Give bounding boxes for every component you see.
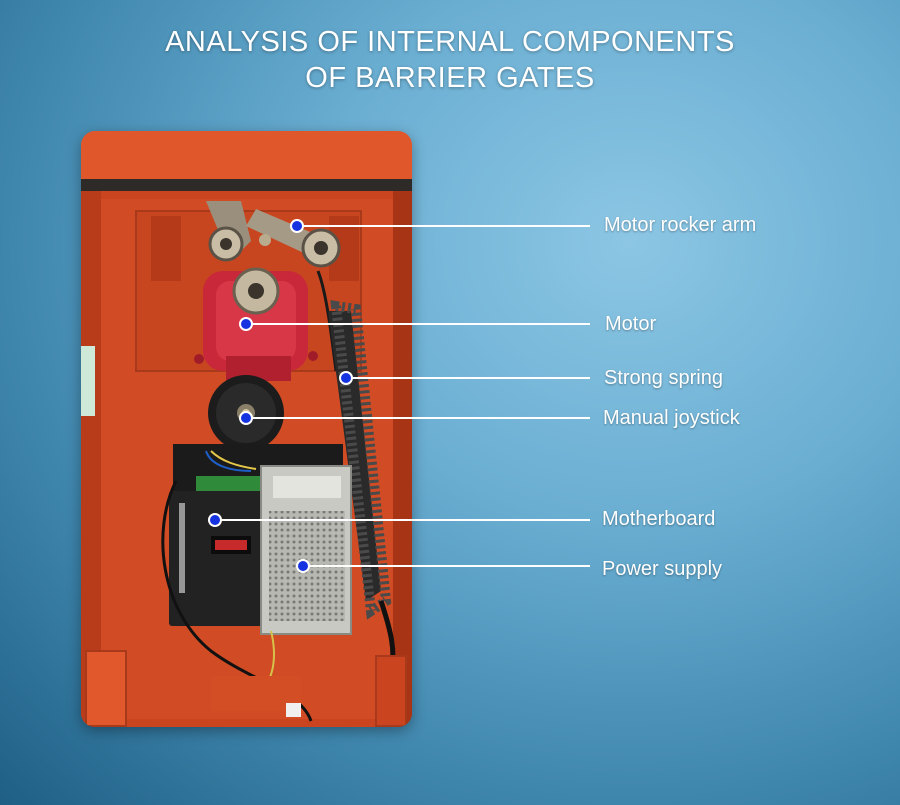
callout-motor — [239, 317, 590, 331]
page-title-line-2: OF BARRIER GATES — [305, 62, 595, 94]
page-title-line-1: ANALYSIS OF INTERNAL COMPONENTS — [165, 26, 735, 58]
label-manual-joystick: Manual joystick — [603, 407, 740, 429]
label-motherboard: Motherboard — [602, 508, 716, 530]
callout-manual-joystick — [239, 411, 590, 425]
power-supply-graphic — [260, 465, 352, 635]
label-strong-spring: Strong spring — [604, 367, 723, 389]
callout-strong-spring — [339, 371, 590, 385]
label-power-supply: Power supply — [602, 558, 723, 580]
motor-graphic — [194, 267, 318, 381]
barrier-gate-photo — [81, 131, 412, 727]
label-motor: Motor — [605, 313, 657, 335]
callout-power-supply — [296, 559, 590, 573]
callout-motherboard — [208, 513, 590, 527]
strong-spring-graphic — [316, 270, 396, 677]
callout-motor-rocker-arm — [290, 219, 590, 233]
label-motor-rocker-arm: Motor rocker arm — [604, 214, 757, 236]
